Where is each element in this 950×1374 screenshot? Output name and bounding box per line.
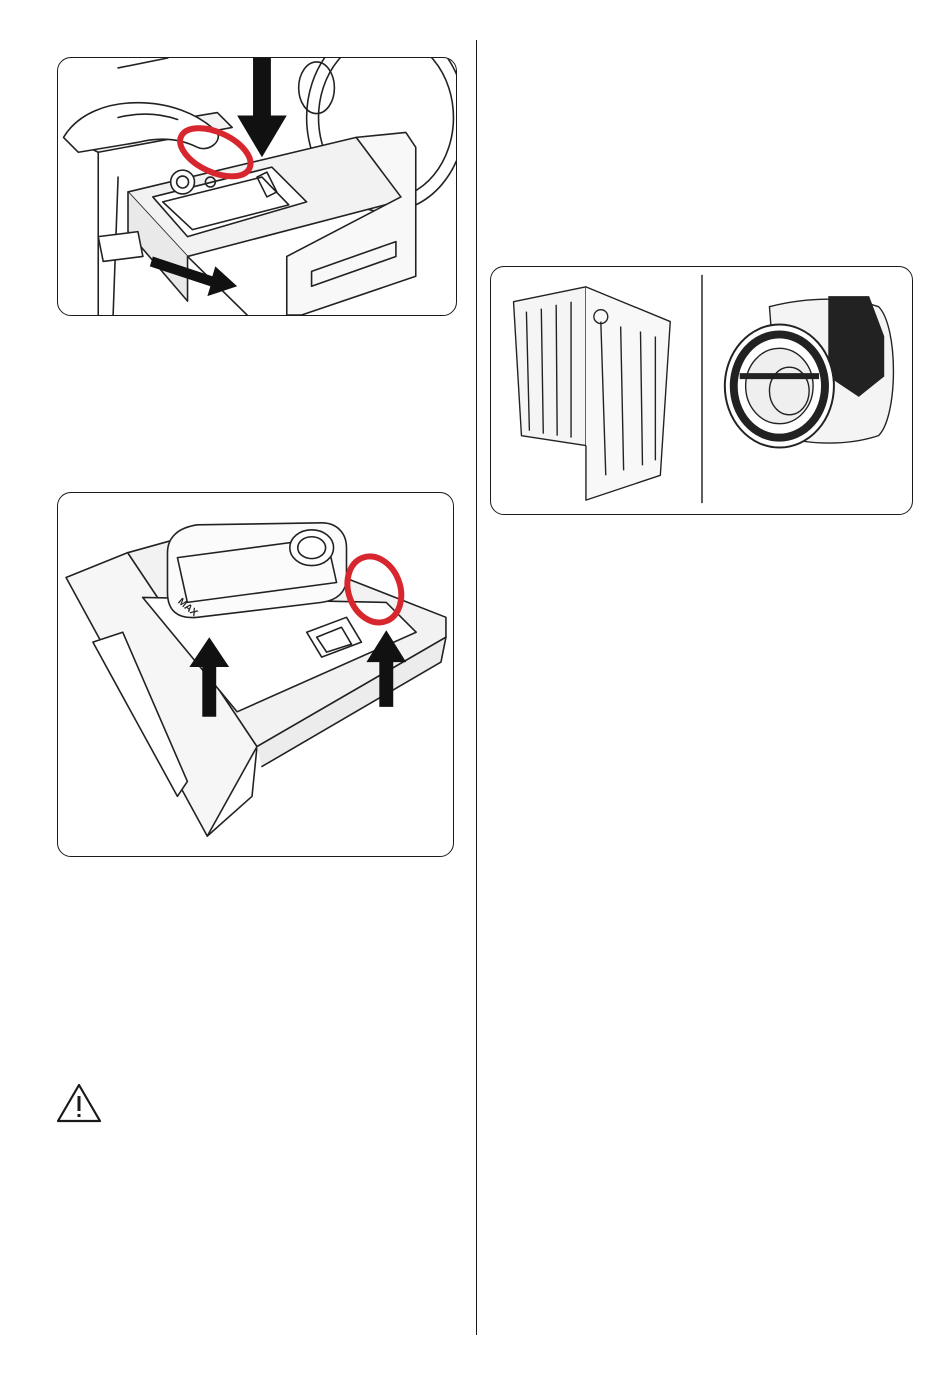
column-divider <box>476 40 477 1335</box>
figure-drawer-release <box>57 57 457 316</box>
figure-drawer-insert: MAX <box>57 492 454 857</box>
warning-triangle-icon <box>56 1082 102 1124</box>
drawer-insert-illustration: MAX <box>58 493 453 856</box>
drum-parts-illustration <box>491 267 912 514</box>
figure-drum-parts <box>490 266 913 515</box>
door-seal-illustration <box>514 287 671 500</box>
drum-illustration <box>725 297 894 448</box>
drawer-release-illustration <box>58 58 456 315</box>
